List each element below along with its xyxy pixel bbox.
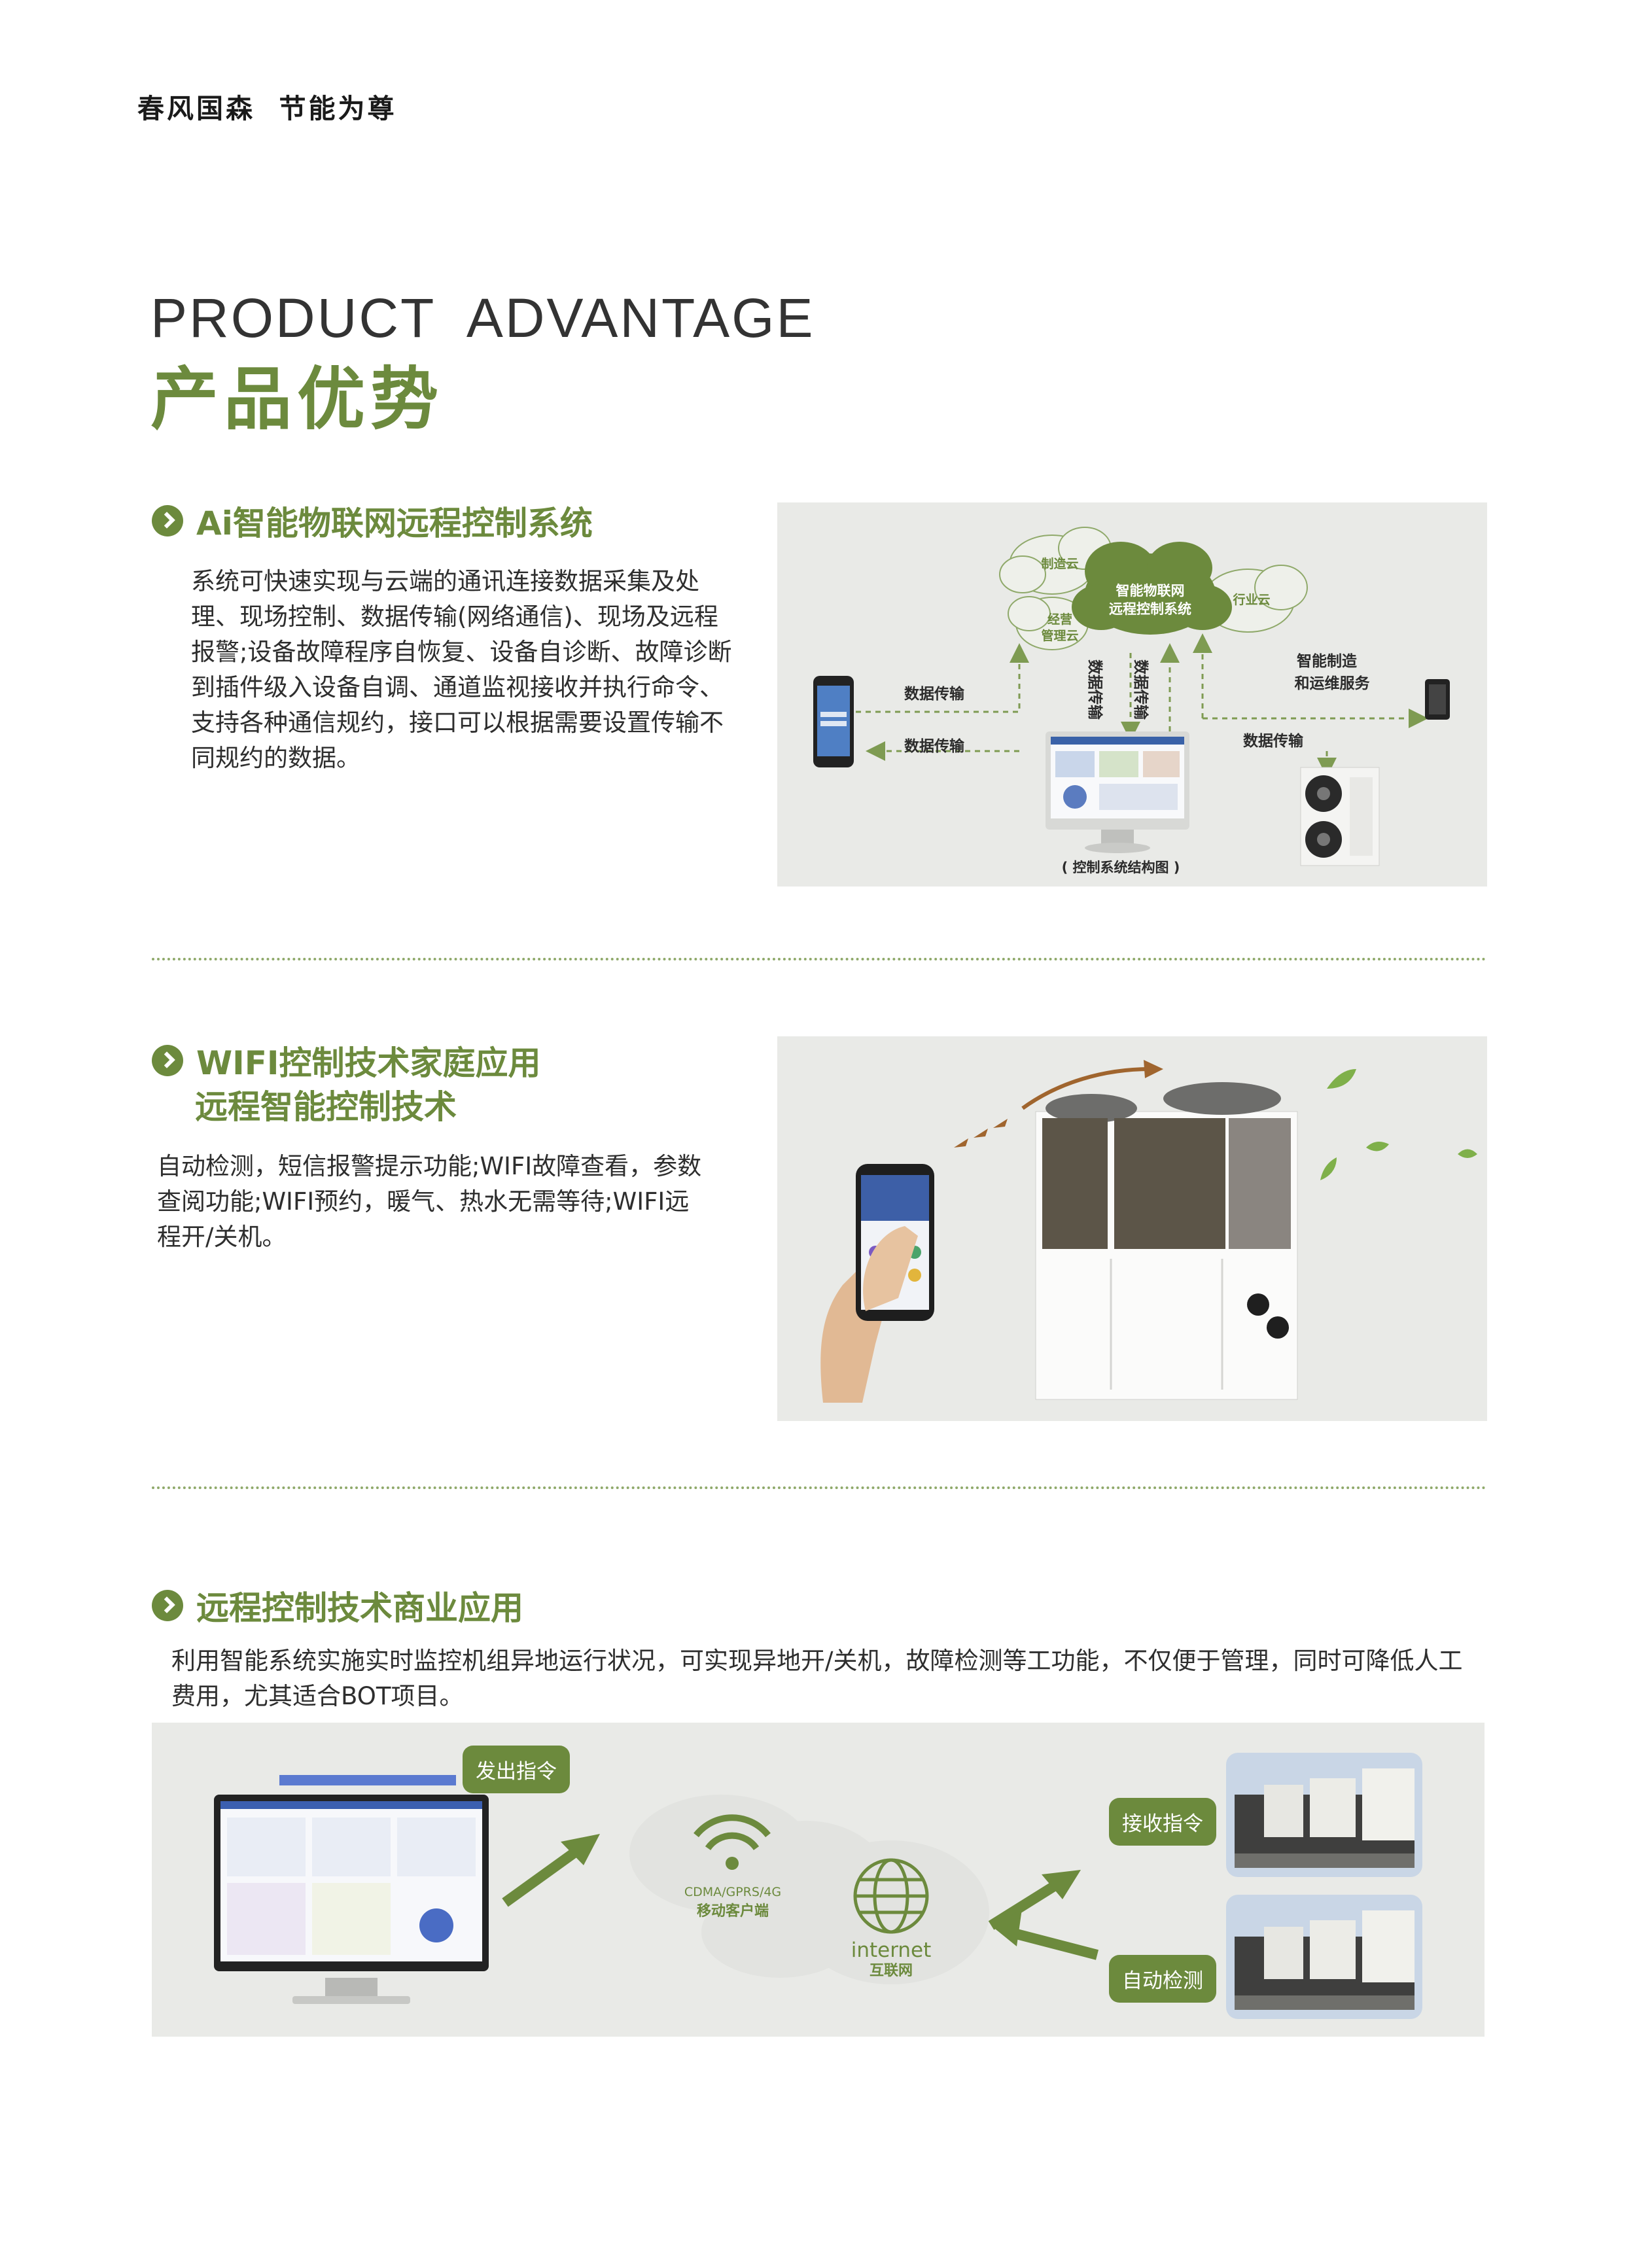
- section1-heading: Ai智能物联网远程控制系统: [152, 497, 593, 544]
- chevron-right-icon: [152, 1590, 183, 1621]
- signal-arrow-icon: [1021, 1067, 1151, 1110]
- mobile-client-label: 移动客户端: [697, 1903, 769, 1920]
- send-command-badge: 发出指令: [463, 1746, 570, 1793]
- section-divider-1: [152, 958, 1486, 960]
- section1-heading-text: Ai智能物联网远程控制系统: [196, 504, 593, 542]
- data-transfer-label-3: 数据传输: [1243, 732, 1304, 750]
- auto-detect-badge: 自动检测: [1109, 1955, 1216, 2003]
- internet-cn-label: 互联网: [870, 1963, 913, 1979]
- cloud-main-line2: 远程控制系统: [1109, 601, 1191, 617]
- monitor-icon: [1046, 731, 1189, 853]
- title-chinese: 产品优势: [150, 359, 444, 439]
- control-system-svg: 智能物联网 远程控制系统 制造云 经营 管理云 行业云 数据传输 数据传输 数据…: [813, 527, 1450, 875]
- chevron-right-icon: [152, 1045, 183, 1076]
- dashboard-monitor-icon: [214, 1775, 489, 2004]
- cloud-main-line1: 智能物联网: [1116, 583, 1185, 599]
- rooftop-units-photo-1: [1226, 1753, 1422, 1877]
- smart-service-line1: 智能制造: [1297, 652, 1358, 670]
- smart-service-line2: 和运维服务: [1295, 675, 1371, 692]
- internet-label: internet: [851, 1939, 932, 1962]
- section3-heading-text: 远程控制技术商业应用: [196, 1589, 523, 1627]
- iot-main-cloud-icon: [1072, 542, 1232, 635]
- diagram-caption: ( 控制系统结构图 ): [1062, 860, 1180, 875]
- data-transfer-label-1: 数据传输: [904, 685, 965, 703]
- wifi-control-svg: [820, 1060, 1477, 1403]
- data-transfer-vertical-1: 数据传输: [1086, 659, 1104, 720]
- cloud-industry-label: 行业云: [1232, 592, 1270, 607]
- section2-body: 自动检测，短信报警提示功能;WIFI故障查看，参数查阅功能;WIFI预约，暖气、…: [157, 1152, 702, 1251]
- cloud-mfg-label: 制造云: [1041, 556, 1078, 571]
- arrow-to-units-icon: [988, 1875, 1068, 1930]
- brand-slogan: 春风国森 节能为尊: [137, 93, 397, 124]
- smartphone-icon: [813, 676, 854, 767]
- cloud-mgmt-line1: 经营: [1047, 612, 1072, 627]
- section-divider-2: [152, 1486, 1486, 1489]
- control-system-diagram: 智能物联网 远程控制系统 制造云 经营 管理云 行业云 数据传输 数据传输 数据…: [777, 502, 1487, 887]
- title-english: PRODUCT ADVANTAGE: [150, 287, 815, 349]
- network-label: CDMA/GPRS/4G: [684, 1885, 781, 1899]
- wifi-control-image: [777, 1036, 1487, 1421]
- commercial-remote-svg: CDMA/GPRS/4G 移动客户端 internet 互联网: [214, 1753, 1422, 2019]
- leaf-decoration-icon: [1320, 1069, 1477, 1180]
- section3-body: 利用智能系统实施实时监控机组异地运行状况，可实现异地开/关机，故障检测等工功能，…: [171, 1647, 1463, 1710]
- data-transfer-label-2: 数据传输: [904, 737, 965, 755]
- rooftop-units-photo-2: [1226, 1895, 1422, 2019]
- globe-icon: [853, 1858, 929, 1934]
- receive-command-badge: 接收指令: [1109, 1798, 1216, 1846]
- controller-device-icon: [1425, 679, 1450, 720]
- section2-heading-text: WIFI控制技术家庭应用: [196, 1044, 541, 1082]
- data-transfer-vertical-2: 数据传输: [1132, 659, 1150, 720]
- arrow-from-units-icon: [1007, 1927, 1099, 1960]
- cloud-mgmt-line2: 管理云: [1041, 628, 1078, 643]
- section3-heading: 远程控制技术商业应用: [152, 1582, 523, 1629]
- section2-subheading: 远程智能控制技术: [195, 1088, 457, 1126]
- wifi-icon: [694, 1814, 771, 1851]
- commercial-remote-diagram: CDMA/GPRS/4G 移动客户端 internet 互联网 发出指令 接收指…: [152, 1723, 1485, 2037]
- heat-pump-unit-icon: [1300, 767, 1380, 866]
- network-cloud-icon: [629, 1795, 989, 1984]
- chevron-right-icon: [152, 505, 183, 536]
- section2-heading: WIFI控制技术家庭应用: [152, 1037, 541, 1084]
- section1-body: 系统可快速实现与云端的通讯连接数据采集及处理、现场控制、数据传输(网络通信)、现…: [191, 567, 732, 772]
- commercial-heat-pump-unit-icon: [1035, 1082, 1298, 1400]
- hand-holding-phone-icon: [820, 1164, 934, 1403]
